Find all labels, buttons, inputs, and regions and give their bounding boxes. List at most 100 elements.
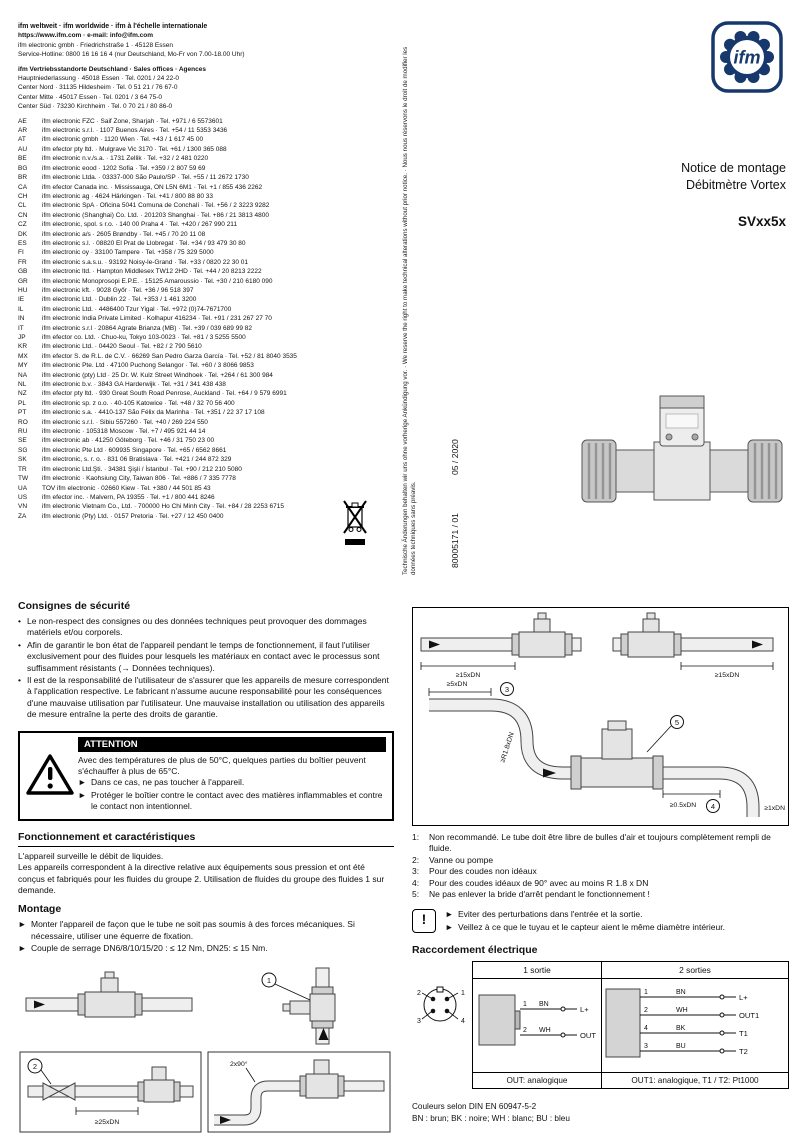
- note-number: 2:: [412, 854, 420, 865]
- country-code: BR: [18, 174, 28, 182]
- country-code: FR: [18, 258, 27, 266]
- country-address: ifm efector pty ltd. · 930 Great South R…: [42, 390, 287, 398]
- country-code: NZ: [18, 390, 27, 398]
- install-notes: 1:Non recommandé. Le tube doit être libr…: [412, 832, 789, 900]
- country-code: IN: [18, 315, 25, 323]
- country-code: ZA: [18, 512, 27, 520]
- attention-instruction-text: Protéger le boîtier contre le contact av…: [91, 789, 383, 812]
- doc-number-vertical: 80005171 / 01 05 / 2020: [450, 348, 460, 568]
- country-address: ifm electronic b.v. · 3843 GA Harderwijk…: [42, 381, 226, 389]
- note-number: 4:: [412, 877, 420, 888]
- safety-bullet: •Le non-respect des consignes ou des don…: [18, 616, 394, 639]
- vortex-flowmeter-image: [581, 395, 783, 503]
- montage-instruction: ►Monter l'appareil de façon que le tube …: [18, 919, 394, 942]
- country-code: CH: [18, 192, 28, 200]
- pipe-routing-diagram: ≥5xDN 3 ≥R1.8xDN 5 ≥0.5xDN 4 ≥1xDN: [428, 681, 785, 817]
- country-code: GR: [18, 277, 28, 285]
- country-address: ifm electronic oy · 33100 Tampere · Tel.…: [42, 249, 214, 257]
- country-address: ifm electronic (Pty) Ltd. · 0157 Pretori…: [42, 512, 224, 520]
- dim-15xdn-label: ≥15xDN: [715, 672, 740, 679]
- bullet-dot: •: [18, 639, 21, 650]
- wire-color: BN: [539, 1001, 549, 1008]
- country-address: ifm efector S. de R.L. de C.V. · 66269 S…: [42, 352, 297, 360]
- info-box: ! ►Eviter des perturbations dans l'entré…: [412, 909, 789, 934]
- country-code: PL: [18, 399, 26, 407]
- attention-instruction: ►Protéger le boîtier contre le contact a…: [78, 790, 386, 813]
- ifm-logo: ifm: [710, 20, 784, 99]
- weee-icon: [342, 498, 368, 553]
- country-code: PT: [18, 409, 27, 417]
- note-text: Pour des coudes non idéaux: [429, 866, 537, 877]
- wire-label: OUT: [580, 1031, 596, 1040]
- address-row: CH ifm electronic ag · 4624 Härkingen · T…: [18, 192, 410, 201]
- attention-instruction: ►Dans ce cas, ne pas toucher à l'apparei…: [78, 777, 386, 788]
- wire-color: BK: [676, 1025, 686, 1032]
- connector-pin-2: 2: [417, 990, 421, 997]
- note-number: 1:: [412, 832, 420, 842]
- country-code: RU: [18, 428, 28, 436]
- country-address: ifm electronic ag · 4624 Härkingen · Tel…: [42, 192, 213, 200]
- wiring-1-output-cell: 1 BN L+ 2 WH OUT: [473, 979, 602, 1073]
- pin-number: 2: [523, 1027, 527, 1034]
- country-address: ifm electronic gmbh · 1120 Wien · Tel. +…: [42, 136, 204, 144]
- mounting-diagram: 1 2 ≥25xDN 2x90°: [19, 967, 391, 1133]
- arrow-bullet: ►: [78, 777, 87, 788]
- install-note: 3:Pour des coudes non idéaux: [412, 866, 789, 877]
- country-address: ifm efector Canada inc. · Mississauga, O…: [42, 183, 263, 191]
- country-address: ifm electronic Pte. Ltd · 47100 Puchong …: [42, 362, 254, 370]
- country-code: DK: [18, 230, 28, 238]
- wire-color: WH: [539, 1027, 551, 1034]
- product-photo: [576, 372, 788, 569]
- function-paragraph: L'appareil surveille le débit de liquide…: [18, 850, 164, 861]
- country-address: ifm electronic s.r.l · 20864 Agrate Bria…: [42, 324, 252, 332]
- country-code: SE: [18, 437, 27, 445]
- crossed-out-bin-icon: [343, 500, 367, 545]
- wire-label: L+: [739, 993, 748, 1002]
- country-code: UA: [18, 484, 28, 492]
- attention-body: Avec des températures de plus de 50°C, q…: [78, 754, 366, 777]
- country-code: CL: [18, 202, 27, 210]
- address-row: ZA ifm electronic (Pty) Ltd. · 0157 Preto…: [18, 512, 410, 521]
- country-address: ifm electronic s.r.l. · Sibiu 557260 · T…: [42, 418, 208, 426]
- country-code: IT: [18, 324, 24, 332]
- country-code: BE: [18, 155, 27, 163]
- wire-label: L+: [580, 1005, 589, 1014]
- column-header-2-outputs: 2 sorties: [679, 965, 711, 976]
- dim-15xdn-label: ≥15xDN: [456, 672, 481, 679]
- note-text: Vanne ou pompe: [429, 854, 494, 865]
- callout-4: 4: [711, 802, 715, 811]
- installation-diagram: ≥15xDN ≥15xDN ≥5xDN: [420, 612, 785, 817]
- country-address: ifm electronic Ltda. · 03337-000 São Pau…: [42, 174, 249, 182]
- wire-color: BU: [676, 1043, 686, 1050]
- safety-bullet: •Il est de la responsabilité de l'utilis…: [18, 675, 394, 721]
- country-address: ifm electronic eood · 1202 Sofia · Tel. …: [42, 164, 206, 172]
- country-address: ifm electronic India Private Limited · K…: [42, 315, 272, 323]
- country-code: CN: [18, 211, 28, 219]
- address-row: IN ifm electronic India Private Limited ·…: [18, 314, 410, 323]
- model-number: SVxx5x: [737, 214, 786, 229]
- color-legend-note: BN : brun; BK : noire; WH : blanc; BU : …: [412, 1113, 570, 1123]
- attention-title: ATTENTION: [78, 736, 386, 752]
- info-instruction: ►Eviter des perturbations dans l'entrée …: [445, 909, 789, 920]
- output-type-1: OUT: analogique: [473, 1073, 602, 1089]
- pin-number: 1: [523, 1001, 527, 1008]
- country-address: ifm electronic FZC · Saif Zone, Sharjah …: [42, 117, 223, 125]
- safety-bullet-text: Afin de garantir le bon état de l'appare…: [27, 639, 380, 673]
- arrow-bullet: ►: [445, 909, 454, 920]
- installation-diagram-box: ≥15xDN ≥15xDN ≥5xDN: [412, 607, 789, 826]
- dim-1xdn-label: ≥1xDN: [764, 805, 785, 812]
